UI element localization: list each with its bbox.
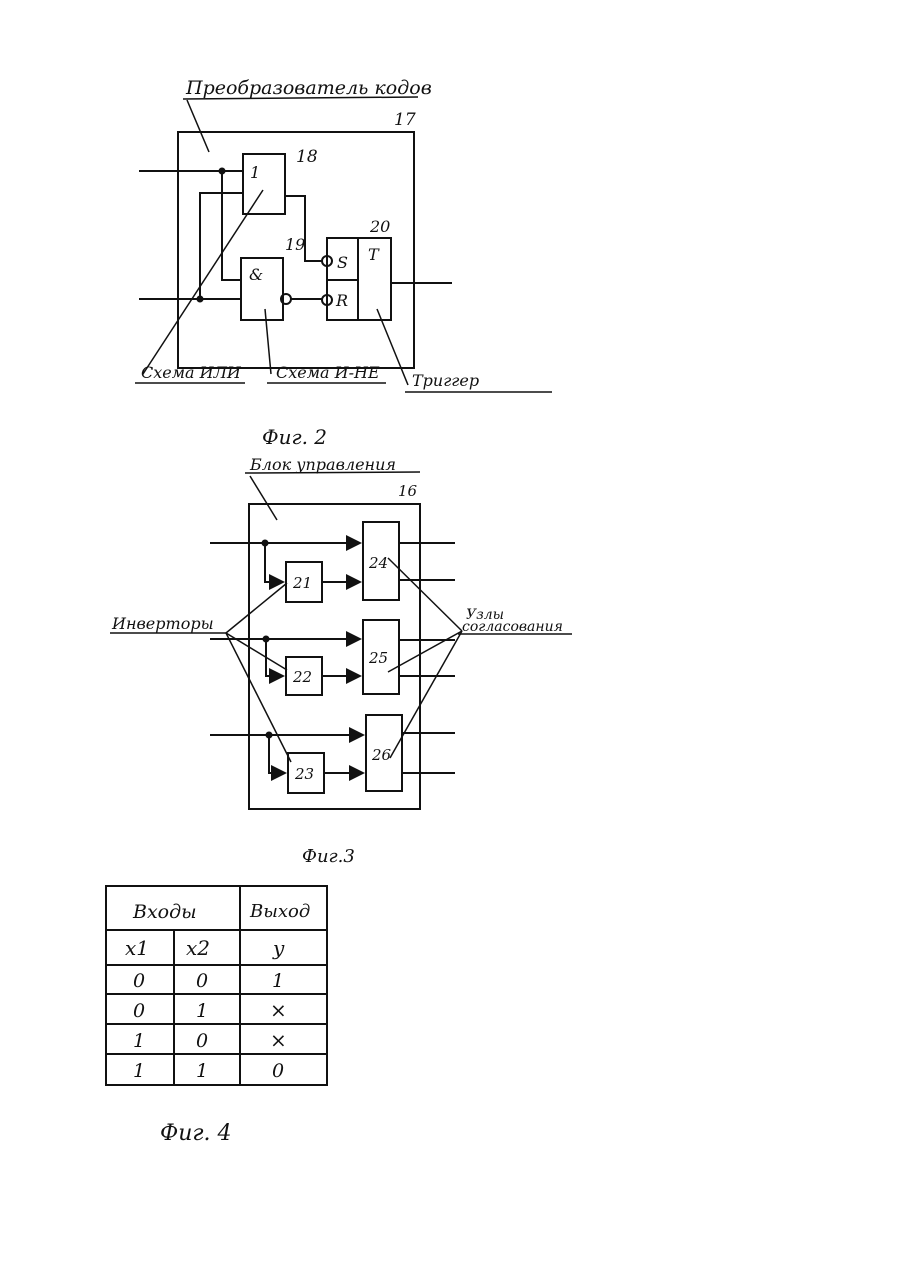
- trigger-t-label: T: [368, 245, 380, 264]
- inverter-23-number: 23: [294, 765, 314, 783]
- node-26-number: 26: [371, 746, 392, 764]
- label-or-scheme: Схема ИЛИ: [141, 363, 242, 382]
- label-nodes-line2: согласования: [462, 619, 563, 635]
- fig2-block-number: 17: [394, 110, 416, 130]
- header-inputs: Входы: [132, 901, 197, 923]
- col-x2: x2: [186, 936, 210, 960]
- fig3-title-underline: [245, 472, 420, 473]
- fig2-title-leader: [187, 100, 209, 152]
- col-y: y: [272, 936, 285, 960]
- nand-gate-number: 19: [285, 235, 305, 254]
- inverter-21-number: 21: [292, 574, 312, 592]
- table-cell: ×: [270, 1028, 287, 1052]
- figure-2: Преобразователь кодов 17 1 18 & 19 S R T…: [135, 77, 552, 449]
- trigger-r-label: R: [335, 291, 348, 310]
- fig3-title: Блок управления: [249, 455, 396, 474]
- label-inverters: Инверторы: [111, 614, 214, 633]
- table-cell: 0: [196, 970, 208, 992]
- table-cell: 1: [272, 970, 284, 992]
- fig3-caption: Фиг.3: [302, 846, 355, 867]
- table-cell: 1: [133, 1060, 145, 1082]
- label-nand-scheme: Схема И-НЕ: [276, 363, 380, 382]
- or-gate-symbol: 1: [250, 163, 260, 182]
- nand-gate-symbol: &: [249, 265, 263, 284]
- fig2-title: Преобразователь кодов: [185, 77, 432, 99]
- table-cell: 0: [272, 1060, 284, 1082]
- table-cell: 1: [133, 1030, 145, 1052]
- table-cell: 0: [196, 1030, 208, 1052]
- table-cell: 0: [133, 970, 145, 992]
- control-block: [249, 504, 420, 809]
- table-cell: 0: [133, 1000, 145, 1022]
- fig3-block-number: 16: [398, 482, 418, 500]
- col-x1: x1: [125, 936, 149, 960]
- trigger-s-label: S: [337, 253, 348, 272]
- table-cell: 1: [196, 1060, 208, 1082]
- label-trigger: Триггер: [412, 371, 479, 390]
- fig2-caption: Фиг. 2: [262, 425, 327, 449]
- figure-4-truth-table: Входы Выход x1 x2 y 0 0 1 0 1 × 1 0 × 1 …: [106, 886, 327, 1146]
- node-25-number: 25: [368, 649, 388, 667]
- or-gate-number: 18: [296, 147, 318, 167]
- trigger-number: 20: [369, 217, 390, 236]
- fig3-title-leader: [250, 476, 277, 520]
- fig4-caption: Фиг. 4: [160, 1121, 232, 1146]
- table-cell: 1: [196, 1000, 208, 1022]
- figure-3: Блок управления 16 21 22 23 24 25 26: [110, 455, 572, 867]
- inverter-22-number: 22: [292, 668, 312, 686]
- node-24-number: 24: [368, 554, 388, 572]
- table-cell: ×: [270, 998, 287, 1022]
- header-output: Выход: [249, 901, 310, 922]
